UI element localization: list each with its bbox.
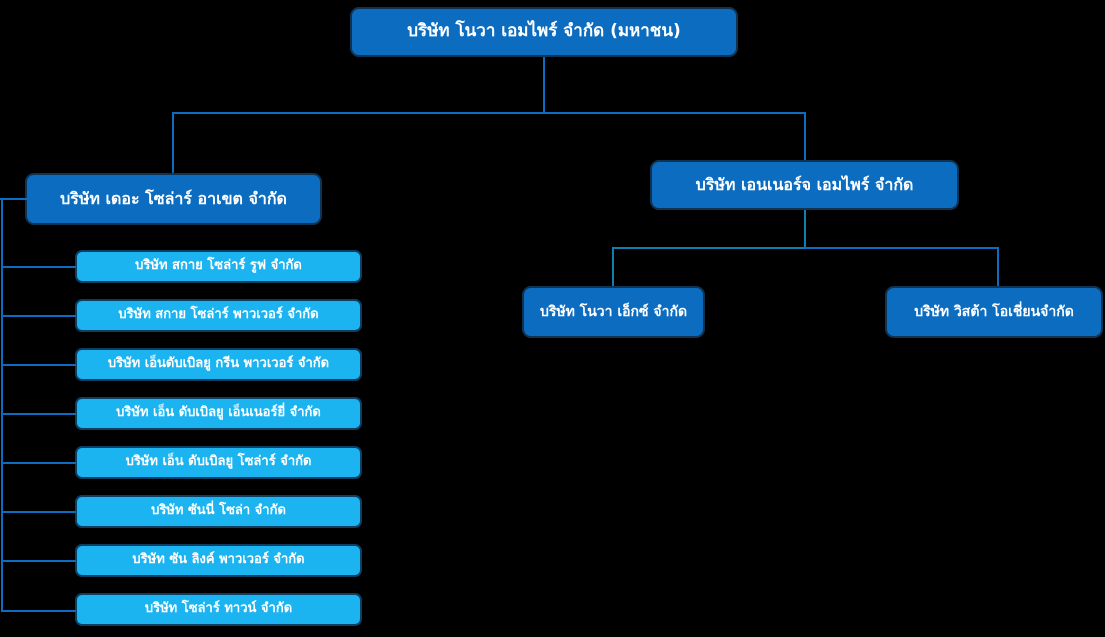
org-node-leaf-1[interactable]: บริษัท สกาย โซล่าร์ รูฟ จำกัด	[75, 250, 362, 283]
connector-leaf-7	[1, 560, 76, 562]
org-node-leaf-4[interactable]: บริษัท เอ็น ดับเบิลยู เอ็นเนอร์ยี่ จำกัด	[75, 397, 362, 430]
connector-branch-left-drop	[172, 112, 174, 174]
connector-leaf-6	[1, 511, 76, 513]
connector-leaf-1	[1, 266, 76, 268]
org-node-branch-right[interactable]: บริษัท เอนเนอร์จ เอมไพร์ จำกัด	[650, 160, 959, 210]
connector-right-stem	[804, 210, 806, 249]
org-node-right-child-2[interactable]: บริษัท วิสต้า โอเชี่ยนจำกัด	[885, 286, 1103, 338]
org-node-right-child-1[interactable]: บริษัท โนวา เอ็กซ์ จำกัด	[522, 286, 705, 338]
org-node-root[interactable]: บริษัท โนวา เอมไพร์ จำกัด (มหาชน)	[350, 7, 738, 57]
org-node-leaf-8[interactable]: บริษัท โซล่าร์ ทาวน์ จำกัด	[75, 593, 362, 626]
connector-leaf-5	[1, 462, 76, 464]
connector-leaf-3	[1, 364, 76, 366]
connector-root-stem	[543, 57, 545, 113]
org-node-leaf-2[interactable]: บริษัท สกาย โซล่าร์ พาวเวอร์ จำกัด	[75, 299, 362, 332]
connector-right-bus-left	[612, 247, 805, 249]
connector-right-child-1-drop	[612, 247, 614, 287]
connector-leaf-8	[1, 610, 76, 612]
org-node-branch-left[interactable]: บริษัท เดอะ โซล่าร์ อาเขต จำกัด	[25, 173, 322, 225]
connector-right-bus-right	[804, 247, 998, 249]
connector-level1-bus	[172, 112, 806, 114]
connector-right-child-2-drop	[997, 247, 999, 287]
org-node-leaf-6[interactable]: บริษัท ซันนี่ โซล่า จำกัด	[75, 495, 362, 528]
org-node-leaf-5[interactable]: บริษัท เอ็น ดับเบิลยู โซล่าร์ จำกัด	[75, 446, 362, 479]
org-node-leaf-7[interactable]: บริษัท ซัน ลิงค์ พาวเวอร์ จำกัด	[75, 544, 362, 577]
connector-branch-right-drop	[804, 112, 806, 160]
org-node-leaf-3[interactable]: บริษัท เอ็นดับเบิลยู กรีน พาวเวอร์ จำกัด	[75, 348, 362, 381]
connector-leaf-4	[1, 413, 76, 415]
connector-left-spine-entry	[0, 198, 27, 200]
connector-left-spine	[1, 198, 3, 612]
connector-leaf-2	[1, 315, 76, 317]
